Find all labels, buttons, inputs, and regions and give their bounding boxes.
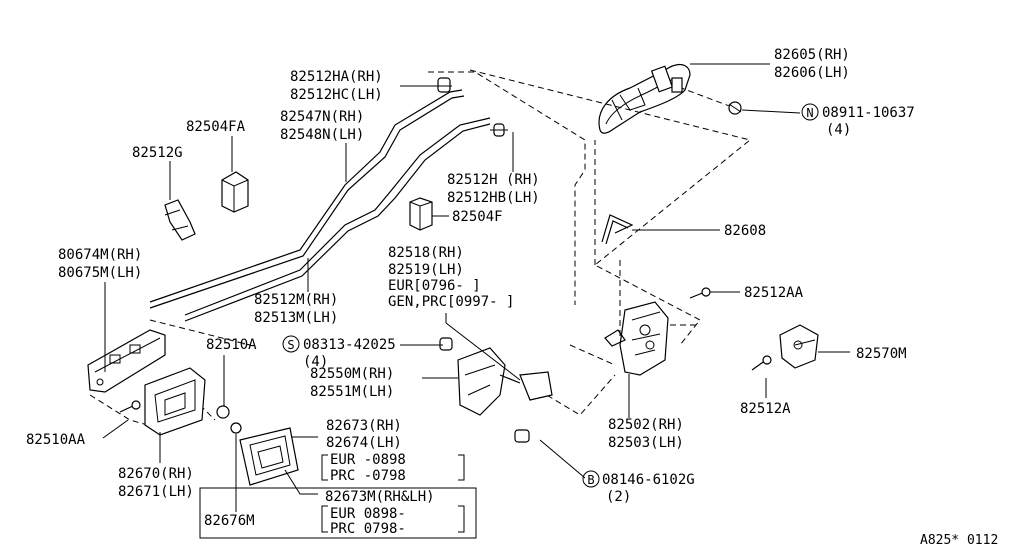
label-82512ha: 82512HA(RH) bbox=[290, 69, 383, 85]
label-82570m: 82570M bbox=[856, 346, 907, 362]
circled-symbols: N S B bbox=[282, 103, 819, 488]
label-eur-0898: EUR -0898 bbox=[330, 452, 406, 468]
label-eur-0898b: EUR 0898- bbox=[330, 506, 406, 522]
symbol-b: B bbox=[587, 473, 594, 487]
escutcheon-drawing bbox=[239, 427, 299, 486]
label-82608: 82608 bbox=[724, 223, 766, 239]
leader-lines bbox=[102, 63, 850, 512]
label-82502: 82502(RH) bbox=[608, 417, 684, 433]
label-prc-0798: PRC -0798 bbox=[330, 468, 406, 484]
remote-control-drawing bbox=[439, 337, 553, 443]
striker-drawing bbox=[751, 324, 819, 371]
label-gen-prc: GEN,PRC[0997- ] bbox=[388, 294, 514, 310]
label-82518: 82518(RH) bbox=[388, 245, 464, 261]
label-82674: 82674(LH) bbox=[326, 435, 402, 451]
label-08146: 08146-6102G bbox=[602, 472, 695, 488]
label-08911: 08911-10637 bbox=[822, 105, 915, 121]
label-08313: 08313-42025 bbox=[303, 337, 396, 353]
label-82673: 82673(RH) bbox=[326, 418, 402, 434]
label-82504f: 82504F bbox=[452, 209, 503, 225]
spring-drawing bbox=[601, 214, 634, 245]
label-08911-qty: (4) bbox=[826, 122, 851, 138]
label-08146-qty: (2) bbox=[606, 489, 631, 505]
label-82512m: 82512M(RH) bbox=[254, 292, 338, 308]
label-82512a: 82512A bbox=[740, 401, 791, 417]
label-prc-0798b: PRC 0798- bbox=[330, 521, 406, 537]
part-labels: 82605(RH) 82606(LH) 08911-10637 (4) 8251… bbox=[26, 47, 998, 548]
label-82671: 82671(LH) bbox=[118, 484, 194, 500]
figure-code: A825* 0112 bbox=[920, 533, 998, 548]
rod-clip-drawing bbox=[436, 77, 508, 137]
label-82513m: 82513M(LH) bbox=[254, 310, 338, 326]
label-82673m: 82673M(RH&LH) bbox=[325, 489, 435, 505]
label-82548n: 82548N(LH) bbox=[280, 127, 364, 143]
label-80675m: 80675M(LH) bbox=[58, 265, 142, 281]
label-82512g: 82512G bbox=[132, 145, 183, 161]
stopper-blocks-drawing bbox=[221, 171, 433, 231]
label-82550m: 82550M(RH) bbox=[310, 366, 394, 382]
grommets-drawing bbox=[216, 405, 242, 434]
screw-82512aa-drawing bbox=[689, 287, 711, 299]
label-82503: 82503(LH) bbox=[608, 435, 684, 451]
note-brackets bbox=[199, 454, 477, 539]
symbol-n: N bbox=[806, 106, 813, 120]
label-82670: 82670(RH) bbox=[118, 466, 194, 482]
label-82504fa: 82504FA bbox=[186, 119, 246, 135]
bracket-drawing bbox=[87, 329, 166, 393]
label-82547n: 82547N(RH) bbox=[280, 109, 364, 125]
label-82512h: 82512H (RH) bbox=[447, 172, 540, 188]
label-eur-0796: EUR[0796- ] bbox=[388, 278, 481, 294]
label-82551m: 82551M(LH) bbox=[310, 384, 394, 400]
label-82676m: 82676M bbox=[204, 513, 255, 529]
clip-82512g-drawing bbox=[164, 199, 196, 241]
label-82510aa: 82510AA bbox=[26, 432, 86, 448]
label-82606: 82606(LH) bbox=[774, 65, 850, 81]
label-82510a: 82510A bbox=[206, 337, 257, 353]
label-82605: 82605(RH) bbox=[774, 47, 850, 63]
label-80674m: 80674M(RH) bbox=[58, 247, 142, 263]
label-82512hb: 82512HB(LH) bbox=[447, 190, 540, 206]
inside-handle-drawing bbox=[119, 367, 206, 436]
nut-drawing bbox=[728, 101, 742, 115]
outside-handle-drawing bbox=[598, 63, 691, 134]
label-82512hc: 82512HC(LH) bbox=[290, 87, 383, 103]
symbol-s: S bbox=[287, 338, 294, 352]
label-08313-qty: (4) bbox=[303, 354, 328, 370]
door-lock-drawing bbox=[604, 301, 669, 376]
label-82512aa: 82512AA bbox=[744, 285, 804, 301]
label-82519: 82519(LH) bbox=[388, 262, 464, 278]
